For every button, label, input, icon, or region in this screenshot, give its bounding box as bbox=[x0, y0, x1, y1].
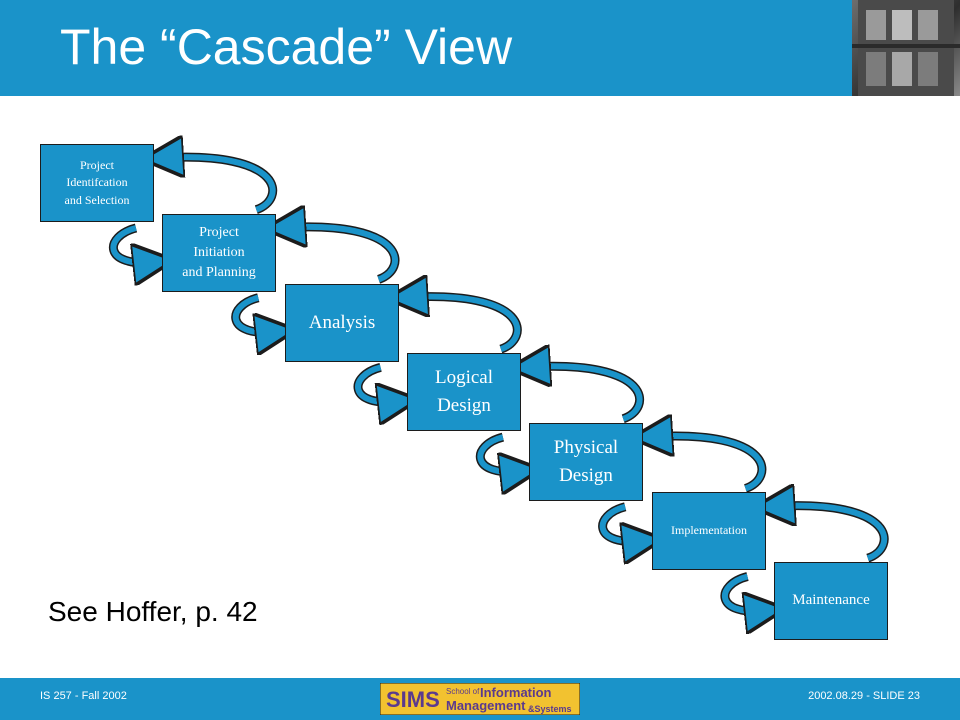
stage-label: Project Initiation and Planning bbox=[182, 224, 256, 281]
stage-box-project-identification: Project Identifcation and Selection bbox=[40, 144, 154, 222]
slide-title: The “Cascade” View bbox=[60, 19, 513, 75]
forward-arrow bbox=[110, 225, 156, 263]
stage-label: Logical Design bbox=[434, 367, 494, 416]
logo-systems-text: &Systems bbox=[528, 704, 572, 714]
forward-arrow bbox=[355, 364, 401, 402]
stage-label: Maintenance bbox=[792, 592, 870, 609]
forward-arrow bbox=[477, 434, 523, 472]
feedback-arrow bbox=[160, 157, 276, 213]
stage-box-physical-design: Physical Design bbox=[529, 423, 643, 501]
forward-arrow bbox=[721, 573, 768, 612]
slide-number-label: 2002.08.29 - SLIDE 23 bbox=[808, 690, 920, 702]
footer-bar: IS 257 - Fall 2002 SIMS School of Inform… bbox=[0, 678, 960, 720]
reference-note: See Hoffer, p. 42 bbox=[48, 596, 258, 627]
stage-box-logical-design: Logical Design bbox=[407, 353, 521, 431]
forward-arrow bbox=[599, 503, 646, 542]
logo-management-text: Management bbox=[446, 698, 526, 713]
course-label: IS 257 - Fall 2002 bbox=[40, 690, 127, 702]
stage-box-project-initiation: Project Initiation and Planning bbox=[162, 214, 276, 292]
forward-arrow bbox=[232, 294, 279, 333]
stage-label: Implementation bbox=[671, 523, 747, 538]
title-bar: The “Cascade” View bbox=[0, 0, 960, 96]
feedback-arrow bbox=[649, 436, 765, 492]
stage-box-maintenance: Maintenance bbox=[774, 562, 888, 640]
feedback-arrow bbox=[527, 366, 643, 422]
feedback-arrow bbox=[772, 506, 888, 562]
logo-information-text: Information bbox=[480, 685, 552, 700]
logo-school-of-text: School of bbox=[446, 687, 480, 696]
feedback-arrow bbox=[282, 227, 399, 283]
logo-sims-text: SIMS bbox=[386, 687, 440, 712]
building-photo bbox=[852, 0, 960, 96]
stage-label: Physical Design bbox=[553, 437, 619, 486]
feedback-arrow bbox=[405, 297, 521, 352]
sims-logo: SIMS School of Information Management &S… bbox=[379, 682, 581, 716]
stage-label: Analysis bbox=[308, 312, 376, 334]
stage-label: Project Identifcation and Selection bbox=[64, 157, 130, 207]
stage-box-analysis: Analysis bbox=[285, 284, 399, 362]
stage-box-implementation: Implementation bbox=[652, 492, 766, 570]
